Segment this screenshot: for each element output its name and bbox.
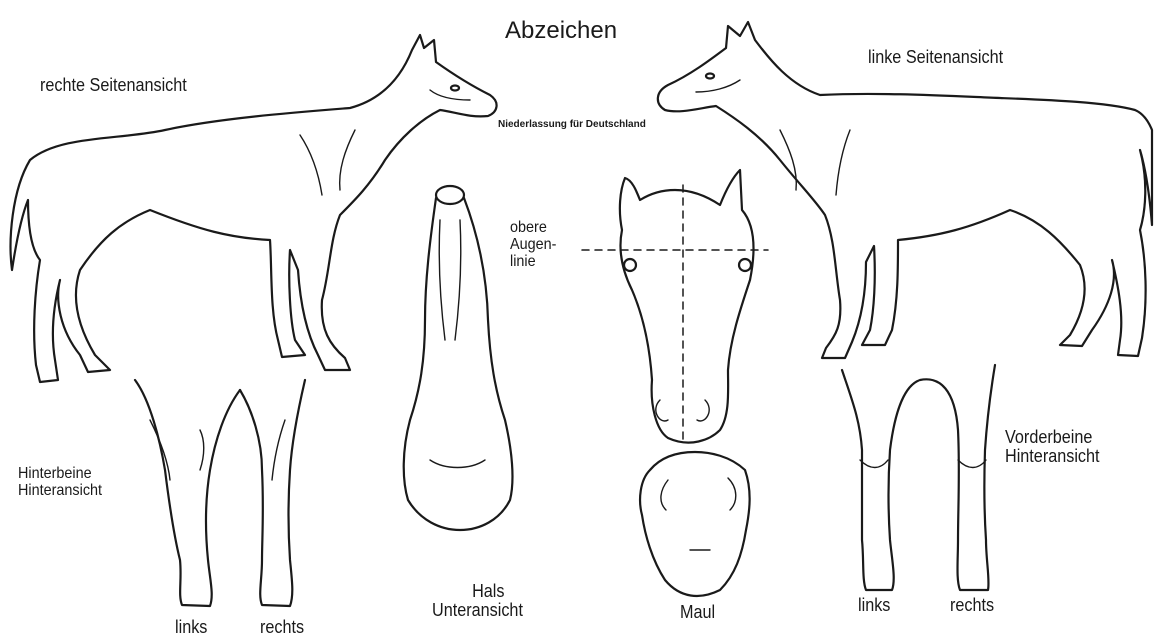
diagram-subtitle: Niederlassung für Deutschland	[498, 120, 646, 131]
label-eye-line-2: Augen-	[510, 237, 556, 254]
head-front-view	[582, 170, 768, 443]
label-hind-right: rechts	[260, 618, 304, 637]
label-forelegs-2: Hinteransicht	[1005, 447, 1100, 466]
label-neck-1: Hals	[454, 582, 523, 601]
forelegs-rear-view	[842, 365, 995, 590]
horse-left-side-view	[658, 22, 1152, 358]
label-neck-underside: Hals Unteransicht	[432, 582, 523, 620]
diagram-title: Abzeichen	[505, 18, 617, 43]
label-forelegs-1: Vorderbeine	[1005, 428, 1100, 447]
label-forelegs: Vorderbeine Hinteransicht	[1005, 428, 1100, 466]
label-right-side-view: rechte Seitenansicht	[40, 76, 187, 95]
label-eye-line-3: linie	[510, 254, 556, 271]
label-fore-right: rechts	[950, 596, 994, 615]
muzzle-view	[640, 452, 750, 596]
label-eye-line: obere Augen- linie	[510, 220, 556, 270]
neck-underside-view	[404, 186, 513, 530]
label-hind-legs: Hinterbeine Hinteransicht	[18, 466, 102, 500]
label-left-side-view: linke Seitenansicht	[868, 48, 1003, 67]
hind-legs-rear-view	[135, 380, 305, 606]
label-eye-line-1: obere	[510, 220, 556, 237]
label-fore-left: links	[858, 596, 890, 615]
label-neck-2: Unteransicht	[432, 601, 523, 620]
label-hind-legs-1: Hinterbeine	[18, 466, 102, 483]
label-hind-legs-2: Hinteransicht	[18, 483, 102, 500]
label-muzzle: Maul	[680, 603, 715, 622]
label-hind-left: links	[175, 618, 207, 637]
